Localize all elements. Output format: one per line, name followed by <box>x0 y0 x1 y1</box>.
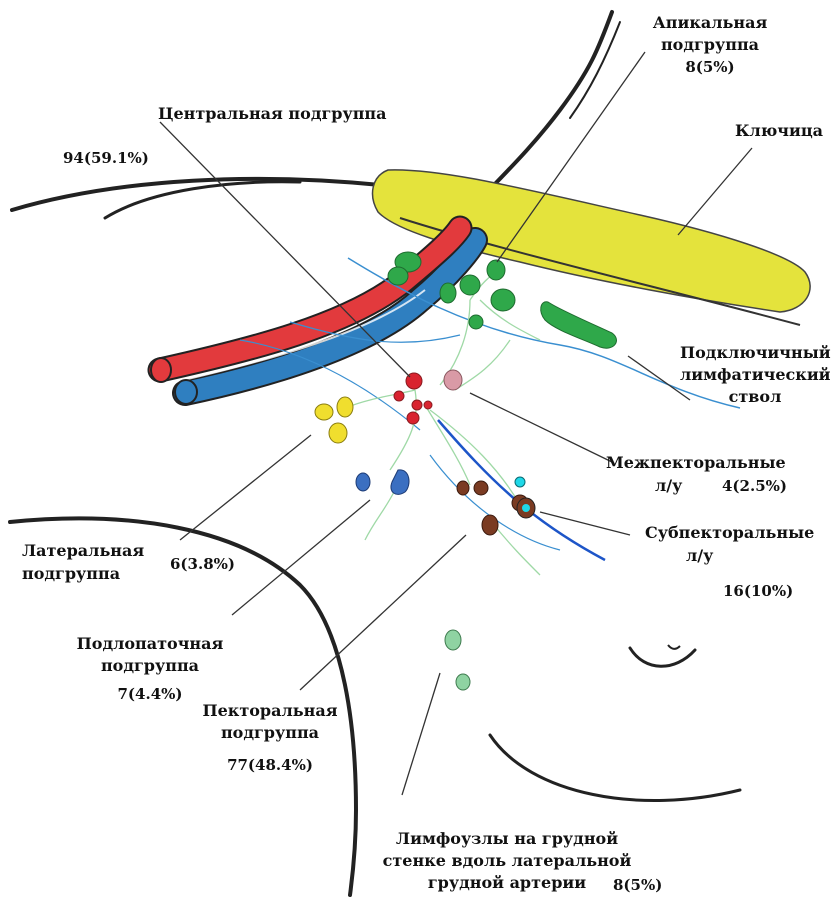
leader-pectoral <box>300 535 466 690</box>
vein-cut-end <box>175 380 197 404</box>
subpectoral-node-core <box>522 504 530 512</box>
subpectoral-node-inner <box>515 477 525 487</box>
leader-subpectoral <box>540 512 630 535</box>
subpectoral-count: 16(10%) <box>723 580 793 602</box>
lateral-label-line2: подгруппа <box>22 563 120 585</box>
subclavian-trunk-label: Подключичный лимфатический ствол <box>680 342 830 408</box>
chestwall-label-line1: Лимфоузлы на грудной <box>382 828 632 850</box>
breast-outline <box>490 735 740 801</box>
apical-label-line1: Апикальная <box>640 12 780 34</box>
subpectoral-label-line2: л/у <box>686 545 713 567</box>
leader-subscapular <box>232 500 370 615</box>
central-label: Центральная подгруппа <box>158 103 387 125</box>
lateral-label-line1: Латеральная <box>22 540 144 562</box>
interpectoral-node <box>444 370 462 390</box>
lateral-count: 6(3.8%) <box>170 553 235 575</box>
leader-clavicle <box>678 148 752 235</box>
leader-interpectoral <box>470 393 612 462</box>
leader-chestwall <box>402 673 440 795</box>
clavicle-label: Ключица <box>735 120 823 142</box>
chestwall-label-line3: грудной артерии <box>382 872 632 894</box>
subclavian-label-line2: лимфатический <box>680 364 830 386</box>
pectoral-count: 77(48.4%) <box>190 754 350 776</box>
artery-cut-end <box>151 358 171 382</box>
pectoral-label-line2: подгруппа <box>190 722 350 744</box>
shoulder-outline <box>12 179 390 210</box>
subscapular-label-line2: подгруппа <box>60 655 240 677</box>
central-nodes <box>394 373 432 424</box>
neck-outline <box>470 12 612 210</box>
chestwall-label-line2: стенке вдоль латеральной <box>382 850 632 872</box>
nipple-mark <box>668 645 680 649</box>
subclavian-label-line1: Подключичный <box>680 342 830 364</box>
apical-count: 8(5%) <box>640 56 780 78</box>
interpectoral-label-line2: л/у <box>655 475 682 497</box>
apical-label-line2: подгруппа <box>640 34 780 56</box>
pectoral-label: Пекторальная подгруппа 77(48.4%) <box>190 700 350 776</box>
leader-lateral <box>180 435 311 540</box>
neck-outline-inner <box>570 22 620 118</box>
subscapular-label: Подлопаточная подгруппа 7(4.4%) <box>60 633 240 705</box>
pectoral-label-line1: Пекторальная <box>190 700 350 722</box>
subclavian-label-line3: ствол <box>680 386 830 408</box>
chestwall-count: 8(5%) <box>613 874 662 896</box>
nipple-outline <box>630 648 695 666</box>
interpectoral-count: 4(2.5%) <box>722 475 787 497</box>
apical-label: Апикальная подгруппа 8(5%) <box>640 12 780 78</box>
central-count: 94(59.1%) <box>63 147 149 169</box>
lateral-nodes <box>315 397 353 443</box>
subpectoral-label-line1: Субпекторальные <box>645 522 814 544</box>
subscapular-label-line1: Подлопаточная <box>60 633 240 655</box>
chestwall-nodes <box>445 630 470 690</box>
chestwall-label: Лимфоузлы на грудной стенке вдоль латера… <box>382 828 632 894</box>
interpectoral-label-line1: Межпекторальные <box>606 452 786 474</box>
subscapular-nodes <box>356 470 409 495</box>
